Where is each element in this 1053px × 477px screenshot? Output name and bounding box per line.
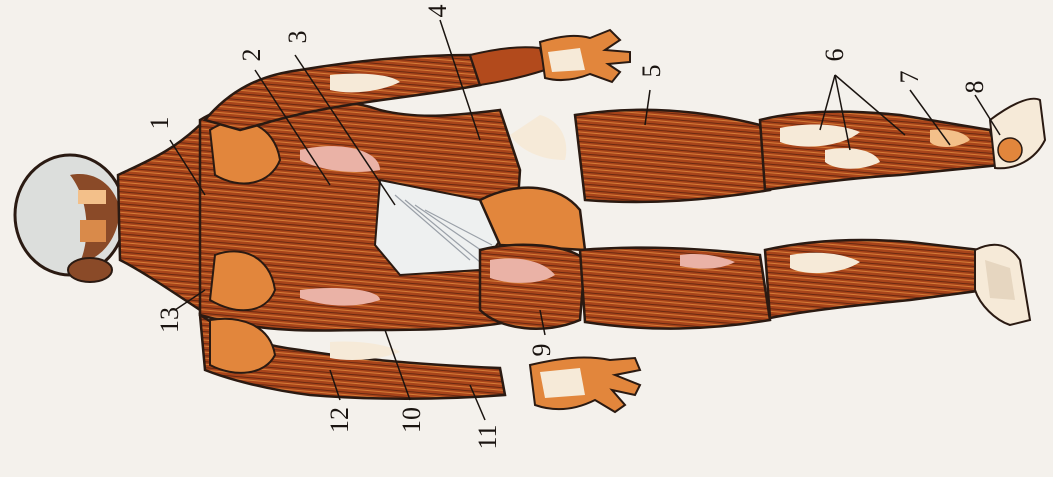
thigh-top [510,110,770,202]
label-10: 10 [397,400,427,440]
head [15,155,125,282]
label-9: 9 [527,330,557,370]
lower-leg-bottom [765,240,1030,325]
label-13: 13 [155,300,185,340]
label-3: 3 [283,17,313,57]
label-11: 11 [473,417,503,457]
label-5: 5 [637,51,667,91]
label-6: 6 [820,35,850,75]
label-2: 2 [237,35,267,75]
label-7: 7 [895,57,925,97]
label-12: 12 [325,400,355,440]
thigh-bottom [580,248,770,329]
label-1: 1 [145,103,175,143]
label-4: 4 [423,0,453,31]
lower-leg-top [760,99,1045,190]
label-8: 8 [960,67,990,107]
gluteal-region [480,188,585,329]
torso [200,98,520,331]
